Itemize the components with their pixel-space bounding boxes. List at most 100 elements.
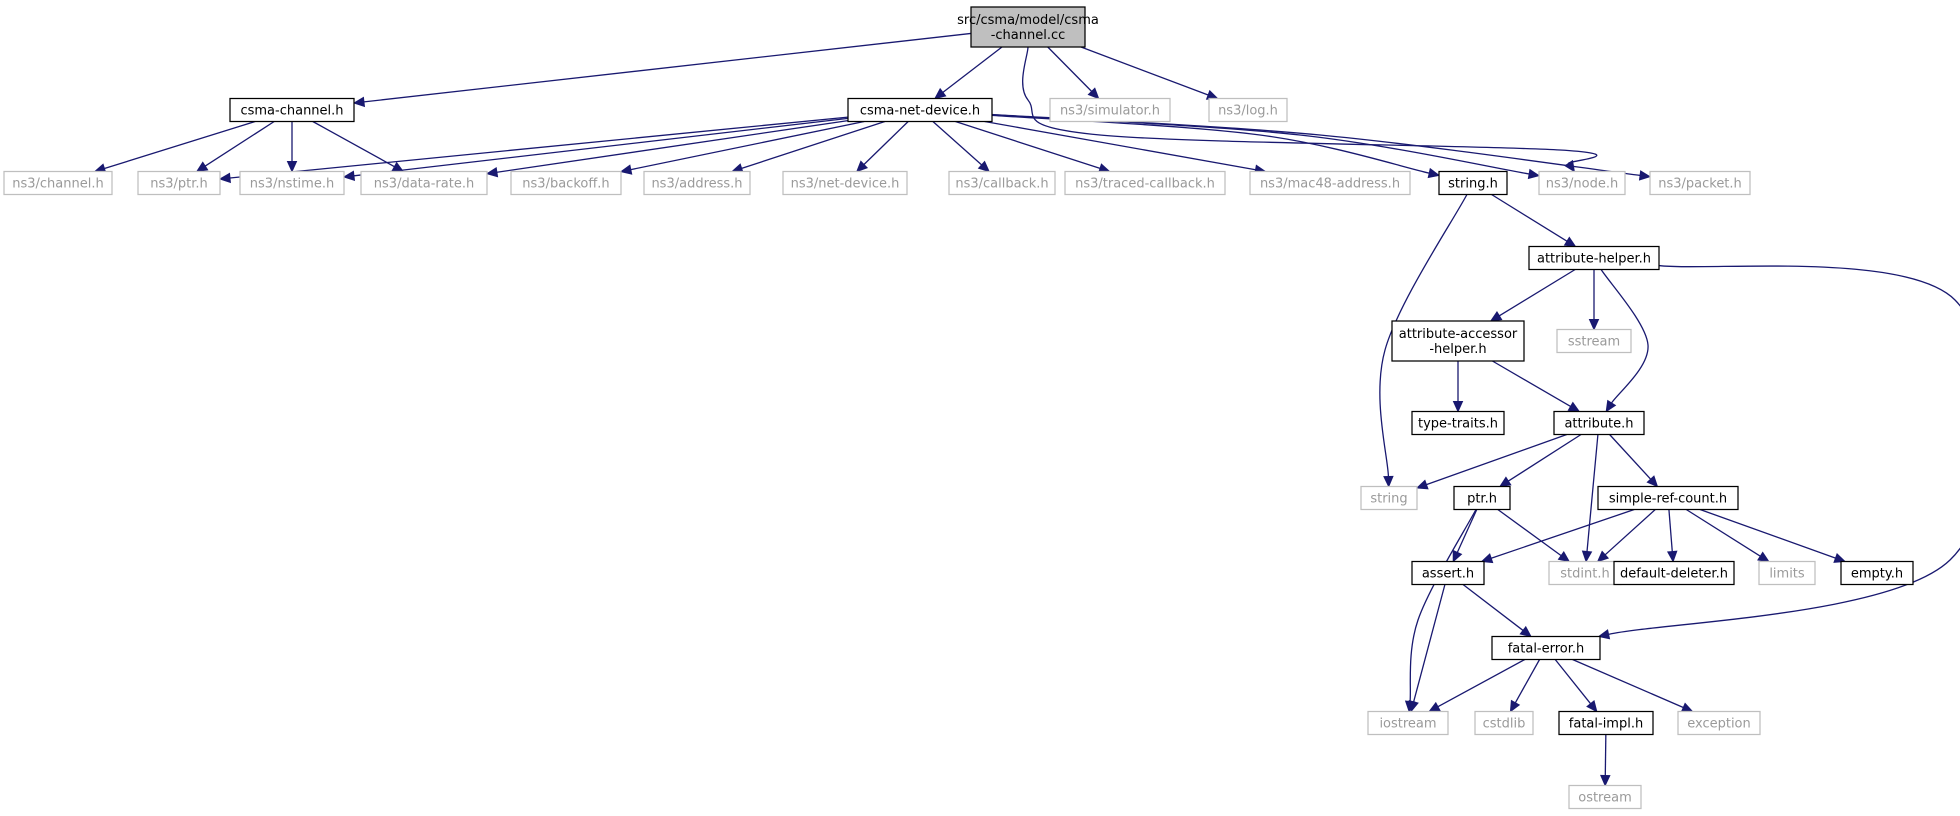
edge-attribute-accessor-helper-to-attribute-h [1492, 360, 1571, 408]
arrowhead-assert-h-to-iostream [1408, 699, 1419, 713]
node-label-assert-h-0: assert.h [1422, 567, 1474, 582]
arrowhead-attribute-helper-to-fatal-error [1597, 629, 1611, 640]
edge-csma-net-device-to-ns3-mac48-address [984, 120, 1256, 171]
node-box-fatal-error [1491, 635, 1601, 661]
node-label-ptr-h-0: ptr.h [1467, 492, 1497, 507]
node-ns3-net-device: ns3/net-device.h [782, 170, 908, 196]
node-label-default-deleter-0: default-deleter.h [1620, 567, 1728, 582]
node-box-string [1360, 485, 1418, 511]
node-box-iostream [1367, 710, 1449, 736]
node-box-cstdlib [1474, 710, 1534, 736]
node-box-limits [1758, 560, 1816, 586]
arrowhead-fatal-impl-to-ostream [1600, 774, 1611, 787]
edge-simple-ref-count-to-assert-h [1490, 508, 1635, 559]
node-string: string [1360, 485, 1418, 511]
arrowhead-csma-net-device-to-ns3-net-device [855, 160, 869, 173]
node-ns3-backoff: ns3/backoff.h [510, 170, 622, 196]
node-fatal-impl[interactable]: fatal-impl.h [1558, 710, 1654, 736]
node-csma-channel[interactable]: csma-channel.h [229, 97, 355, 123]
node-attribute-h[interactable]: attribute.h [1553, 410, 1645, 436]
arrowhead-attribute-helper-to-sstream [1588, 319, 1600, 331]
node-label-cstdlib-0: cstdlib [1483, 717, 1526, 732]
node-fatal-error[interactable]: fatal-error.h [1491, 635, 1601, 661]
node-label-ns3-mac48-address-0: ns3/mac48-address.h [1260, 177, 1400, 192]
arrowhead-csma-channel-to-ns3-nstime [286, 161, 298, 173]
node-attribute-helper[interactable]: attribute-helper.h [1528, 245, 1660, 271]
arrowhead-simple-ref-count-to-assert-h [1480, 553, 1494, 564]
arrowhead-attribute-h-to-string [1415, 479, 1429, 490]
node-label-type-traits-0: type-traits.h [1418, 417, 1498, 432]
node-sstream: sstream [1556, 328, 1632, 354]
edge-ptr-h-to-iostream [1409, 509, 1477, 702]
arrowhead-csma-net-device-to-ns3-ptr [218, 172, 231, 184]
arrowhead-attribute-accessor-helper-to-attribute-h [1567, 401, 1581, 413]
node-box-ns3-ptr [137, 170, 221, 196]
edge-csma-net-device-to-ns3-ptr [229, 116, 849, 179]
arrowhead-root-to-csma-net-device [933, 87, 947, 100]
node-ns3-simulator: ns3/simulator.h [1049, 97, 1171, 123]
edge-csma-net-device-to-ns3-data-rate [496, 119, 849, 173]
edge-attribute-helper-to-fatal-error [1608, 264, 1960, 636]
arrowhead-csma-net-device-to-ns3-callback [977, 160, 990, 173]
edge-simple-ref-count-to-empty-h [1699, 508, 1836, 559]
arrowhead-csma-net-device-to-ns3-node [1527, 168, 1541, 180]
node-simple-ref-count[interactable]: simple-ref-count.h [1597, 485, 1739, 511]
node-box-ns3-channel [3, 170, 113, 196]
node-box-ostream [1568, 784, 1642, 810]
edge-ptr-h-to-assert-h [1456, 509, 1478, 553]
arrowhead-simple-ref-count-to-limits [1757, 551, 1770, 563]
node-box-type-traits [1411, 410, 1505, 436]
node-iostream: iostream [1367, 710, 1449, 736]
arrowhead-fatal-error-to-iostream [1428, 701, 1441, 713]
node-cstdlib: cstdlib [1474, 710, 1534, 736]
edge-csma-channel-to-ns3-data-rate [312, 120, 395, 168]
node-root[interactable]: src/csma/model/csma-channel.cc [957, 6, 1099, 48]
node-box-sstream [1556, 328, 1632, 354]
edge-attribute-h-to-stdint-h [1586, 434, 1599, 552]
node-string-h[interactable]: string.h [1438, 170, 1508, 196]
edge-fatal-error-to-exception [1572, 658, 1684, 709]
edge-csma-net-device-to-ns3-net-device [863, 121, 909, 165]
arrowhead-attribute-accessor-helper-to-type-traits [1452, 401, 1464, 413]
node-default-deleter[interactable]: default-deleter.h [1613, 560, 1735, 586]
node-ns3-callback: ns3/callback.h [948, 170, 1056, 196]
edge-attribute-helper-to-attribute-accessor-helper [1498, 268, 1576, 317]
node-label-root-0: src/csma/model/csma [957, 13, 1099, 28]
arrowhead-fatal-error-to-fatal-impl [1586, 700, 1598, 713]
edge-csma-net-device-to-ns3-traced-callback [955, 120, 1101, 170]
node-ostream: ostream [1568, 784, 1642, 810]
node-box-assert-h [1411, 560, 1485, 586]
node-label-string-h-0: string.h [1448, 177, 1498, 192]
node-box-ns3-address [643, 170, 751, 196]
edge-string-h-to-attribute-helper [1491, 193, 1568, 242]
node-type-traits[interactable]: type-traits.h [1411, 410, 1505, 436]
node-assert-h[interactable]: assert.h [1411, 560, 1485, 586]
node-csma-net-device[interactable]: csma-net-device.h [847, 97, 993, 123]
node-ns3-node: ns3/node.h [1538, 170, 1626, 196]
node-box-attribute-accessor-helper [1391, 320, 1525, 362]
arrowhead-simple-ref-count-to-default-deleter [1666, 550, 1678, 563]
node-box-ns3-backoff [510, 170, 622, 196]
edge-assert-h-to-iostream [1413, 584, 1446, 703]
node-ptr-h[interactable]: ptr.h [1453, 485, 1511, 511]
arrowhead-attribute-h-to-simple-ref-count [1646, 475, 1659, 488]
arrowhead-fatal-error-to-cstdlib [1509, 699, 1521, 713]
node-ns3-ptr: ns3/ptr.h [137, 170, 221, 196]
arrowhead-attribute-h-to-stdint-h [1581, 550, 1593, 563]
edge-fatal-impl-to-ostream [1604, 734, 1607, 776]
node-label-iostream-0: iostream [1379, 717, 1436, 732]
node-ns3-data-rate: ns3/data-rate.h [360, 170, 488, 196]
edge-fatal-error-to-cstdlib [1514, 659, 1541, 704]
node-attribute-accessor-helper[interactable]: attribute-accessor-helper.h [1391, 320, 1525, 362]
node-box-ns3-log [1208, 97, 1288, 123]
node-box-root [970, 6, 1086, 48]
node-label-ns3-backoff-0: ns3/backoff.h [522, 177, 609, 192]
arrowhead-csma-net-device-to-string-h [1427, 167, 1441, 179]
node-empty-h[interactable]: empty.h [1840, 560, 1914, 586]
edge-csma-net-device-to-ns3-callback [932, 121, 983, 166]
node-label-limits-0: limits [1769, 567, 1805, 582]
arrowhead-assert-h-to-fatal-error [1519, 625, 1532, 638]
edge-attribute-h-to-ptr-h [1508, 433, 1582, 482]
node-ns3-mac48-address: ns3/mac48-address.h [1249, 170, 1411, 196]
arrowhead-csma-net-device-to-ns3-nstime [342, 170, 356, 181]
